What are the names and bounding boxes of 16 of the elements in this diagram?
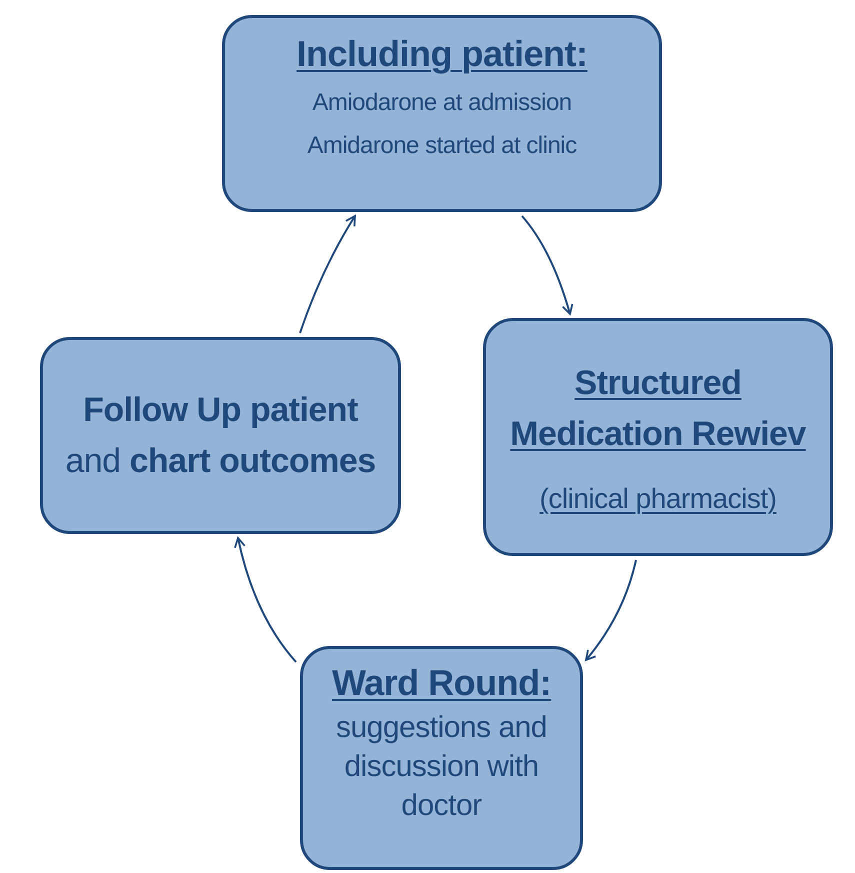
box-text: suggestions and discussion with doctor — [335, 710, 548, 824]
box-heading: Including patient: — [296, 32, 588, 76]
box-heading: Structured Medication Rewiev — [509, 363, 807, 456]
arrow — [521, 215, 574, 315]
process-box — [300, 646, 583, 870]
box-text: Follow Up patient and chart outcomes — [64, 390, 377, 482]
process-box — [40, 337, 401, 534]
box-text: (clinical pharmacist) — [540, 482, 776, 516]
process-box — [483, 318, 833, 556]
process-box — [222, 15, 662, 212]
arrow — [299, 215, 356, 334]
arrow — [234, 537, 297, 663]
box-text: Amidarone started at clinic — [307, 132, 577, 161]
box-heading: Ward Round: — [332, 661, 552, 704]
arrow — [585, 560, 637, 661]
box-text: Amiodarone at admission — [312, 89, 572, 118]
